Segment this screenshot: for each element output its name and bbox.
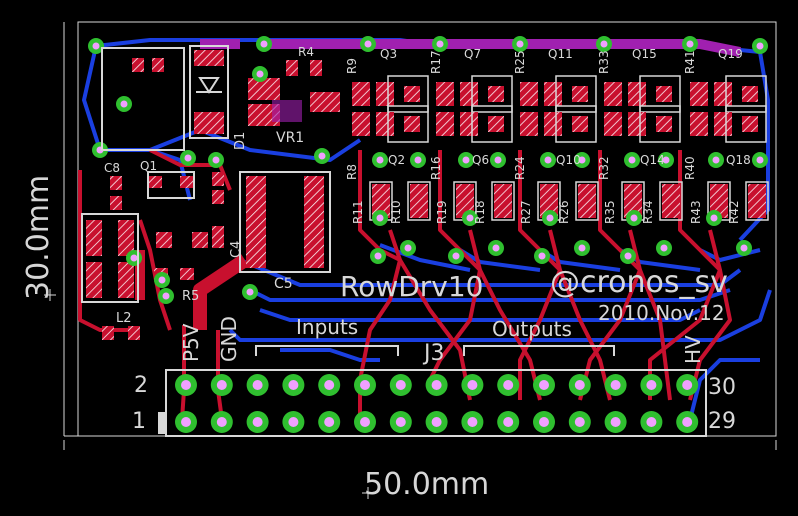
part-c5: C5: [274, 276, 293, 292]
part-label: R43: [689, 200, 703, 224]
top-copper-traces: [78, 148, 732, 421]
part-label: R10: [389, 200, 403, 224]
inputs-label: Inputs: [296, 315, 358, 339]
part-l2: L2: [116, 311, 132, 326]
part-label: Q19: [718, 47, 743, 61]
part-label: R18: [473, 200, 487, 224]
part-label: Q2: [388, 153, 405, 167]
part-label: R27: [519, 200, 533, 224]
pin-1-label: 1: [132, 409, 146, 434]
part-label: R41: [683, 50, 697, 74]
part-vr1: VR1: [276, 130, 304, 146]
part-label: R19: [435, 200, 449, 224]
height-dimension: 30.0mm: [21, 175, 56, 300]
purple-traces: [200, 39, 741, 57]
part-label: Q10: [556, 153, 581, 167]
part-label: Q7: [464, 47, 481, 61]
part-label: R33: [597, 50, 611, 74]
part-label: R25: [513, 50, 527, 74]
part-label: R9: [345, 58, 359, 74]
part-c8: C8: [104, 161, 120, 175]
driver-channel: [604, 75, 683, 221]
p5v-label: P5V: [179, 323, 203, 362]
part-label: Q18: [726, 153, 751, 167]
part-label: R11: [351, 200, 365, 224]
part-label: R35: [603, 200, 617, 224]
gnd-wide-trace: [193, 254, 249, 330]
part-label: Q15: [632, 47, 657, 61]
pin-2-label: 2: [134, 373, 148, 398]
driver-bank: [352, 75, 769, 221]
component-pads: [86, 50, 340, 340]
part-q1: Q1: [140, 159, 157, 173]
driver-channel: [520, 75, 599, 221]
gnd-label: GND: [217, 316, 241, 362]
part-label: Q14: [640, 153, 665, 167]
part-r4: R4: [298, 45, 314, 59]
board-author: @cronos_sv: [550, 265, 728, 300]
part-label: R42: [727, 200, 741, 224]
part-label: R16: [429, 156, 443, 180]
hv-label: HV: [681, 335, 705, 364]
board-date: 2010.Nov.12: [598, 301, 725, 325]
driver-channel: [436, 75, 515, 221]
part-label: R17: [429, 50, 443, 74]
part-d1: D1: [233, 132, 248, 150]
width-dimension: 50.0mm: [364, 467, 489, 502]
pin-30-label: 30: [708, 375, 736, 400]
pin1-marker: [158, 412, 166, 434]
part-label: Q11: [548, 47, 573, 61]
pin-29-label: 29: [708, 409, 736, 434]
connector-label: J3: [422, 341, 445, 366]
part-label: Q6: [472, 153, 489, 167]
j3-header: [175, 374, 699, 433]
part-label: R26: [557, 200, 571, 224]
part-label: R32: [597, 156, 611, 180]
part-label: R24: [513, 156, 527, 180]
part-label: R34: [641, 200, 655, 224]
outputs-label: Outputs: [492, 317, 572, 341]
part-r5: R5: [182, 289, 199, 304]
driver-channel: [352, 75, 431, 221]
part-label: R40: [683, 156, 697, 180]
silkscreen-outlines: [81, 45, 707, 437]
silkscreen-text: RowDrv10 @cronos_sv 2010.Nov.12 Inputs O…: [104, 45, 736, 434]
board-title: RowDrv10: [340, 270, 484, 303]
driver-channel: [690, 75, 769, 221]
part-label: Q3: [380, 47, 397, 61]
part-c4: C4: [229, 241, 244, 258]
part-label: R8: [345, 164, 359, 180]
